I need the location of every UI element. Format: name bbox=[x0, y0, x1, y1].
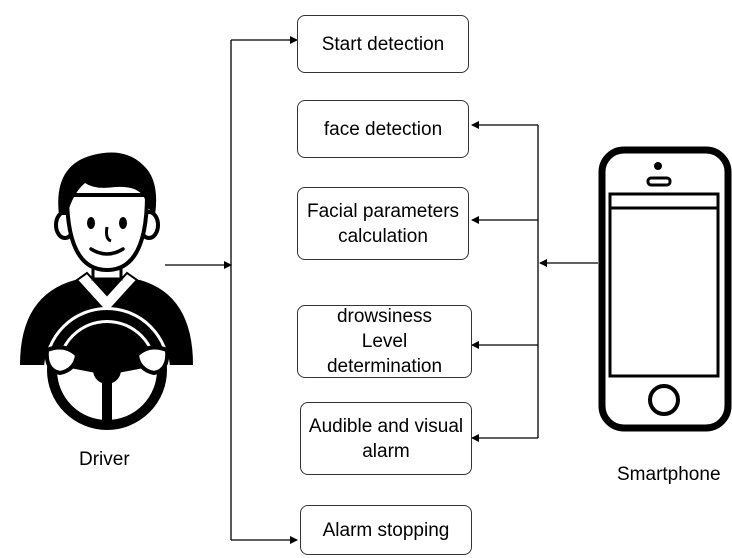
smartphone-icon bbox=[598, 146, 732, 432]
driver-steering-wheel-icon bbox=[20, 152, 193, 433]
smartphone-label: Smartphone bbox=[617, 464, 721, 485]
step-face-detection: face detection bbox=[297, 100, 469, 158]
driver-label: Driver bbox=[79, 449, 130, 470]
step-drowsiness-level-determination: drowsiness Level determination bbox=[297, 305, 472, 378]
step-start-detection: Start detection bbox=[297, 15, 469, 73]
step-alarm-stopping: Alarm stopping bbox=[300, 505, 472, 555]
step-audible-visual-alarm: Audible and visual alarm bbox=[300, 402, 472, 475]
step-facial-parameters-calculation: Facial parameters calculation bbox=[297, 187, 469, 260]
